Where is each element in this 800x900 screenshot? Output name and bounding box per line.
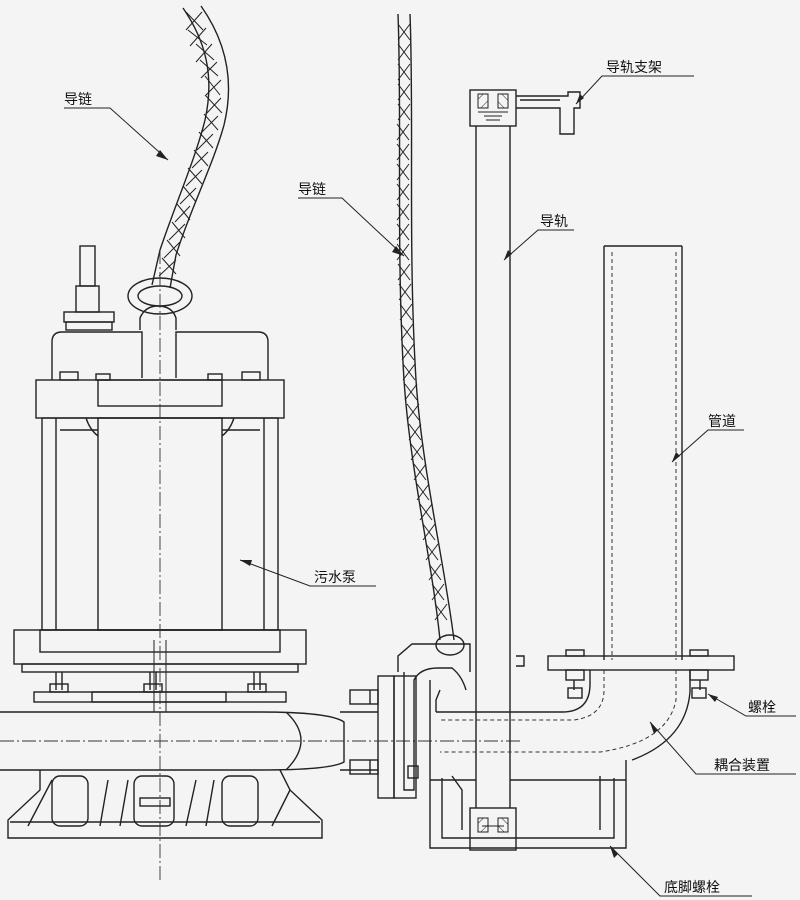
sewage-pump-drawing bbox=[0, 245, 417, 839]
label-bolt: 螺栓 bbox=[748, 700, 776, 716]
label-sewage-pump: 污水泵 bbox=[314, 570, 356, 586]
leader-lines bbox=[64, 75, 796, 897]
label-coupling-device: 耦合装置 bbox=[714, 758, 770, 774]
right-guide-chain-drawing bbox=[396, 13, 465, 656]
label-guide-rail-bracket: 导轨支架 bbox=[606, 60, 662, 76]
label-guide-chain-right: 导链 bbox=[298, 182, 326, 198]
label-guide-rail: 导轨 bbox=[540, 214, 568, 230]
left-guide-chain-drawing bbox=[127, 5, 230, 315]
label-guide-chain-left: 导链 bbox=[64, 92, 92, 108]
guide-rail-drawing bbox=[469, 89, 581, 851]
pipe-drawing bbox=[397, 245, 735, 849]
label-pipe: 管道 bbox=[708, 414, 736, 430]
label-foot-bolt: 底脚螺栓 bbox=[664, 880, 720, 896]
